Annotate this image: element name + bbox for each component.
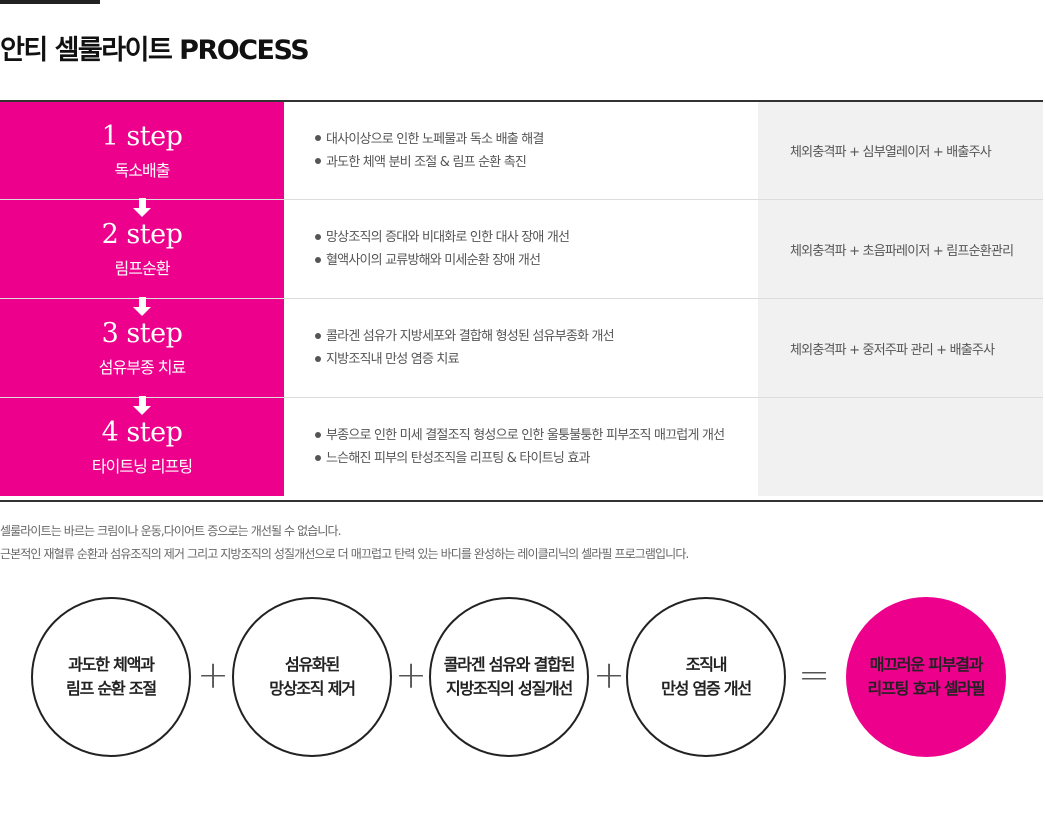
step-description: 대사이상으로 인한 노페물과 독소 배출 해결 과도한 체액 분비 조절 & 림… [284, 102, 758, 199]
step-name: 타이트닝 리프팅 [91, 457, 193, 476]
page-title: 안티 셀룰라이트 PROCESS [0, 35, 310, 66]
bullet-item: 혈액사이의 교류방해와 미세순환 장애 개선 [315, 249, 758, 272]
circle-line: 망상조직 제거 [269, 679, 356, 698]
step-row-2: 2 step 림프순환 망상조직의 증대와 비대화로 인한 대사 장애 개선 혈… [0, 199, 1043, 316]
step-number: 1 step [101, 120, 183, 152]
formula-circle-3: 콜라겐 섬유와 결합된 지방조직의 성질개선 [429, 597, 589, 757]
circle-line: 리프팅 효과 셀라필 [867, 679, 986, 698]
info-note: 근본적인 재혈류 순환과 섬유조직의 제거 그리고 지방조직의 성질개선으로 더… [0, 547, 689, 561]
bullet-item: 과도한 체액 분비 조절 & 림프 순환 촉진 [315, 151, 758, 174]
formula-circle-4: 조직내 만성 염증 개선 [626, 597, 786, 757]
circle-line: 지방조직의 성질개선 [445, 679, 573, 698]
circle-line: 섬유화된 [284, 655, 340, 674]
bullet-item: 콜라겐 섬유가 지방세포와 결합해 형성된 섬유부종화 개선 [315, 325, 758, 348]
plus-icon: + [593, 653, 625, 697]
plus-icon: + [197, 653, 229, 697]
bullet-item: 지방조직내 만성 염증 치료 [315, 348, 758, 371]
formula-circle-1: 과도한 체액과 림프 순환 조절 [31, 597, 191, 757]
down-arrow-icon [133, 396, 151, 415]
step-label-1: 1 step 독소배출 [0, 102, 284, 217]
down-arrow-icon [133, 297, 151, 316]
step-number: 3 step [101, 318, 183, 349]
step-treatment [758, 398, 1043, 496]
circle-line: 콜라겐 섬유와 결합된 [443, 655, 576, 674]
step-number: 2 step [101, 219, 183, 250]
info-note: 셀룰라이트는 바르는 크림이나 운동,다이어트 증으로는 개선될 수 없습니다. [0, 524, 341, 538]
down-arrow-icon [133, 198, 151, 217]
step-description: 콜라겐 섬유가 지방세포와 결합해 형성된 섬유부종화 개선 지방조직내 만성 … [284, 299, 758, 397]
step-row-1: 1 step 독소배출 대사이상으로 인한 노페물과 독소 배출 해결 과도한 … [0, 102, 1043, 217]
bullet-item: 부종으로 인한 미세 결절조직 형성으로 인한 울퉁불퉁한 피부조직 매끄럽게 … [315, 424, 758, 447]
step-row-4: 4 step 타이트닝 리프팅 부종으로 인한 미세 결절조직 형성으로 인한 … [0, 397, 1043, 496]
title-rule [0, 0, 100, 4]
circle-line: 매끄러운 피부결과 [869, 655, 984, 674]
step-name: 림프순환 [114, 259, 171, 278]
step-treatment: 체외충격파 + 중저주파 관리 + 배출주사 [758, 299, 1043, 397]
circle-line: 만성 염증 개선 [661, 679, 752, 698]
step-treatment: 체외충격파 + 심부열레이저 + 배출주사 [758, 102, 1043, 199]
step-name: 섬유부종 치료 [98, 358, 186, 377]
result-circle: 매끄러운 피부결과 리프팅 효과 셀라필 [846, 597, 1006, 757]
step-row-3: 3 step 섬유부종 치료 콜라겐 섬유가 지방세포와 결합해 형성된 섬유부… [0, 298, 1043, 415]
equals-icon: = [798, 653, 830, 697]
step-treatment: 체외충격파 + 초음파레이저 + 림프순환관리 [758, 200, 1043, 298]
plus-icon: + [395, 653, 427, 697]
bullet-item: 대사이상으로 인한 노페물과 독소 배출 해결 [315, 128, 758, 151]
process-table: 1 step 독소배출 대사이상으로 인한 노페물과 독소 배출 해결 과도한 … [0, 100, 1043, 502]
step-description: 망상조직의 증대와 비대화로 인한 대사 장애 개선 혈액사이의 교류방해와 미… [284, 200, 758, 298]
bullet-item: 느슨해진 피부의 탄성조직을 리프팅 & 타이트닝 효과 [315, 447, 758, 470]
formula-circle-2: 섬유화된 망상조직 제거 [232, 597, 392, 757]
circle-line: 림프 순환 조절 [66, 679, 157, 698]
step-label-3: 3 step 섬유부종 치료 [0, 299, 284, 415]
bullet-item: 망상조직의 증대와 비대화로 인한 대사 장애 개선 [315, 226, 758, 249]
circle-line: 과도한 체액과 [68, 655, 155, 674]
step-number: 4 step [101, 417, 183, 448]
circle-line: 조직내 [685, 655, 728, 674]
step-description: 부종으로 인한 미세 결절조직 형성으로 인한 울퉁불퉁한 피부조직 매끄럽게 … [284, 398, 758, 496]
step-name: 독소배출 [114, 160, 171, 180]
